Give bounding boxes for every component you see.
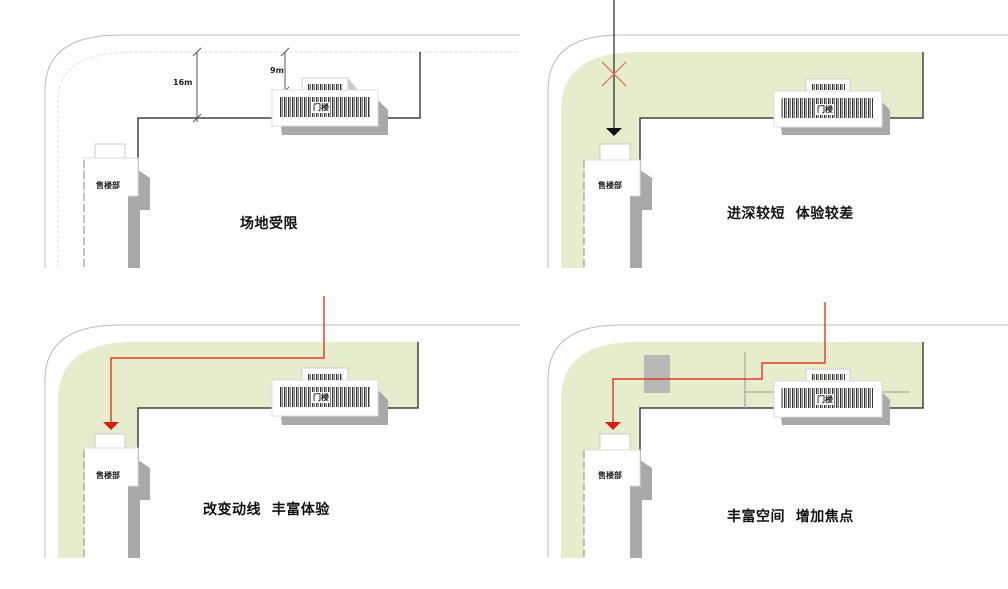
panel-caption: 丰富空间 增加焦点 (727, 509, 854, 525)
panel-caption: 场地受限 (240, 216, 298, 232)
gate-label: 门楼 (312, 392, 330, 403)
dimension-9m: 9m (270, 66, 284, 75)
cross-mark-icon (601, 61, 627, 87)
site-plan-4 (547, 302, 1008, 558)
gate-label: 门楼 (312, 102, 330, 113)
gate-label: 门楼 (816, 394, 834, 405)
site-plan-3 (44, 296, 520, 558)
sales-building (583, 143, 652, 268)
sales-label: 售楼部 (598, 471, 622, 480)
gate-building (773, 78, 890, 135)
panel-enrich-space: 门楼 售楼部 丰富空间 增加焦点 (520, 290, 1008, 589)
focus-feature (644, 355, 670, 393)
sales-building (583, 433, 652, 558)
sales-label: 售楼部 (598, 181, 622, 190)
sales-label: 售楼部 (96, 471, 120, 480)
panel-caption: 改变动线 丰富体验 (203, 502, 330, 518)
site-plan-1 (44, 34, 520, 268)
dimension-16m: 16m (173, 78, 193, 87)
sales-building (83, 143, 150, 268)
panel-caption: 进深较短 体验较差 (727, 206, 854, 222)
gate-building (271, 367, 388, 425)
sales-label: 售楼部 (96, 181, 120, 190)
site-plan-2 (547, 0, 1008, 268)
panel-change-route: 门楼 售楼部 改变动线 丰富体验 (0, 290, 520, 589)
sales-building (83, 433, 150, 558)
gate-label: 门楼 (816, 104, 834, 115)
gate-building (271, 77, 388, 135)
panel-short-depth: 门楼 售楼部 进深较短 体验较差 (520, 0, 1008, 290)
panel-site-limited: 16m 9m 门楼 售楼部 场地受限 (0, 0, 520, 290)
